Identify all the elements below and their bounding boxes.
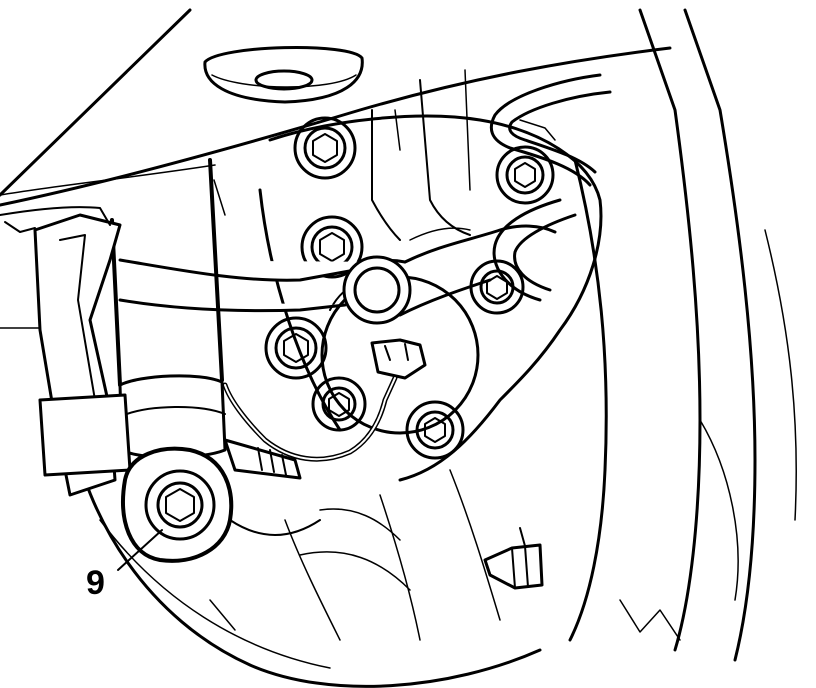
stud-bolt [485,528,542,588]
callout-leader-line [118,530,162,570]
hub-bolt [295,118,355,178]
callout-label-9: 9 [86,564,105,602]
hub-bolt [407,402,463,458]
hub-bolt [497,147,553,203]
link-rod [120,226,555,323]
lower-bushing-bolt [123,449,320,561]
hub-bolts [266,118,553,458]
hub-bolt [266,318,326,378]
wheel-arch-panels [570,10,796,660]
wheel-speed-sensor [225,340,425,459]
lower-control-arm [0,207,130,495]
harness-connector [225,440,300,478]
body-panel-top [0,10,670,328]
steering-knuckle [260,70,601,480]
hub-bolt [313,378,365,430]
